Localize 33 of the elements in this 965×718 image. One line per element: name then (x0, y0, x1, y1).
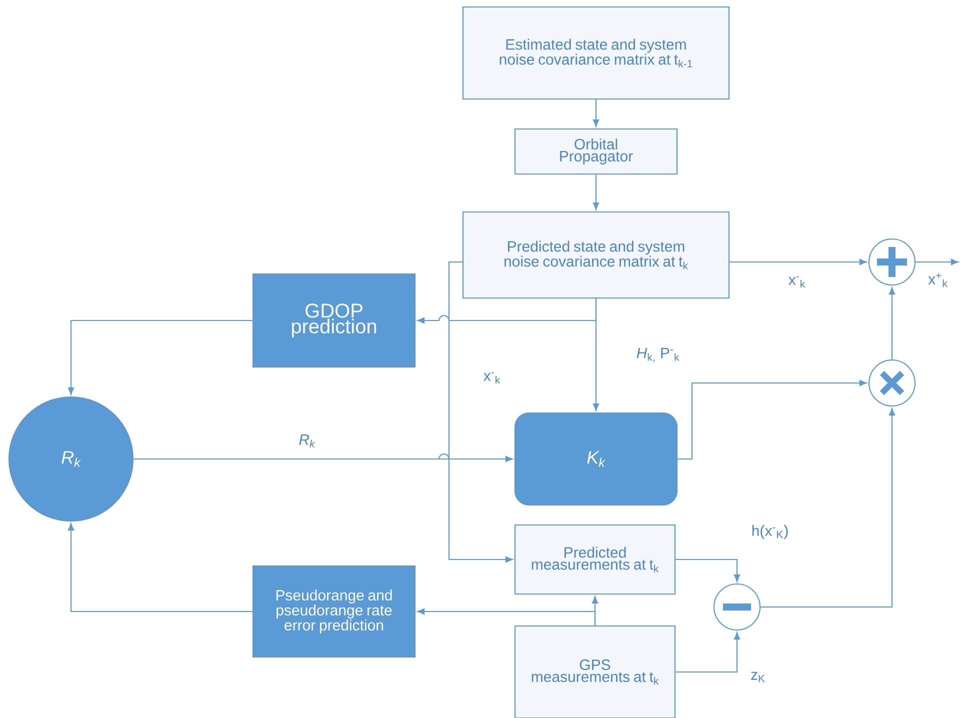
arrow (730, 258, 867, 266)
edge-label: x$^{-}$k (484, 372, 500, 384)
sum-circle (868, 238, 916, 286)
state-box: Estimated state and system noise covariance matrix at t$_{k-1}$ (462, 6, 730, 100)
edge-label: x$^{+}$k (928, 273, 948, 287)
arrow (678, 380, 867, 460)
measurement-box: GPS measurements at t$_{k}$ (514, 625, 676, 718)
arrow (888, 287, 896, 360)
arrow (417, 608, 596, 626)
arrow (592, 298, 600, 411)
arrow (676, 632, 740, 673)
arrow (448, 261, 513, 563)
arrow (676, 558, 740, 582)
process-box: GDOP prediction (252, 273, 416, 368)
arrow (134, 453, 513, 462)
state-box: Predicted state and system noise covariance matrix at t$_{k}$ (462, 211, 730, 299)
gain-box: K$_{k}$ (514, 412, 678, 506)
process-box: Orbital Propagator (514, 128, 678, 175)
arrow (916, 258, 958, 266)
measurement-box: Predicted measurements at t$_{k}$ (514, 524, 676, 595)
arrow (592, 174, 600, 210)
edge-label: h(x$^{-}$$_{K}$) (752, 525, 788, 539)
edge-label: H$_{k,}$ P$^{-}$k (636, 348, 680, 362)
edge-label: R$_{k}$ (299, 434, 316, 448)
edge-label: x$^{-}$k (788, 276, 806, 288)
edge-label: z$_{K}$ (751, 672, 765, 682)
multiply-circle (868, 359, 916, 407)
arrow (760, 408, 896, 608)
subtract-circle (713, 583, 761, 631)
process-box: Pseudorange and pseudorange rate error prediction (252, 565, 416, 658)
arrow (592, 100, 600, 127)
arrow (68, 523, 252, 612)
arrow (68, 320, 252, 395)
